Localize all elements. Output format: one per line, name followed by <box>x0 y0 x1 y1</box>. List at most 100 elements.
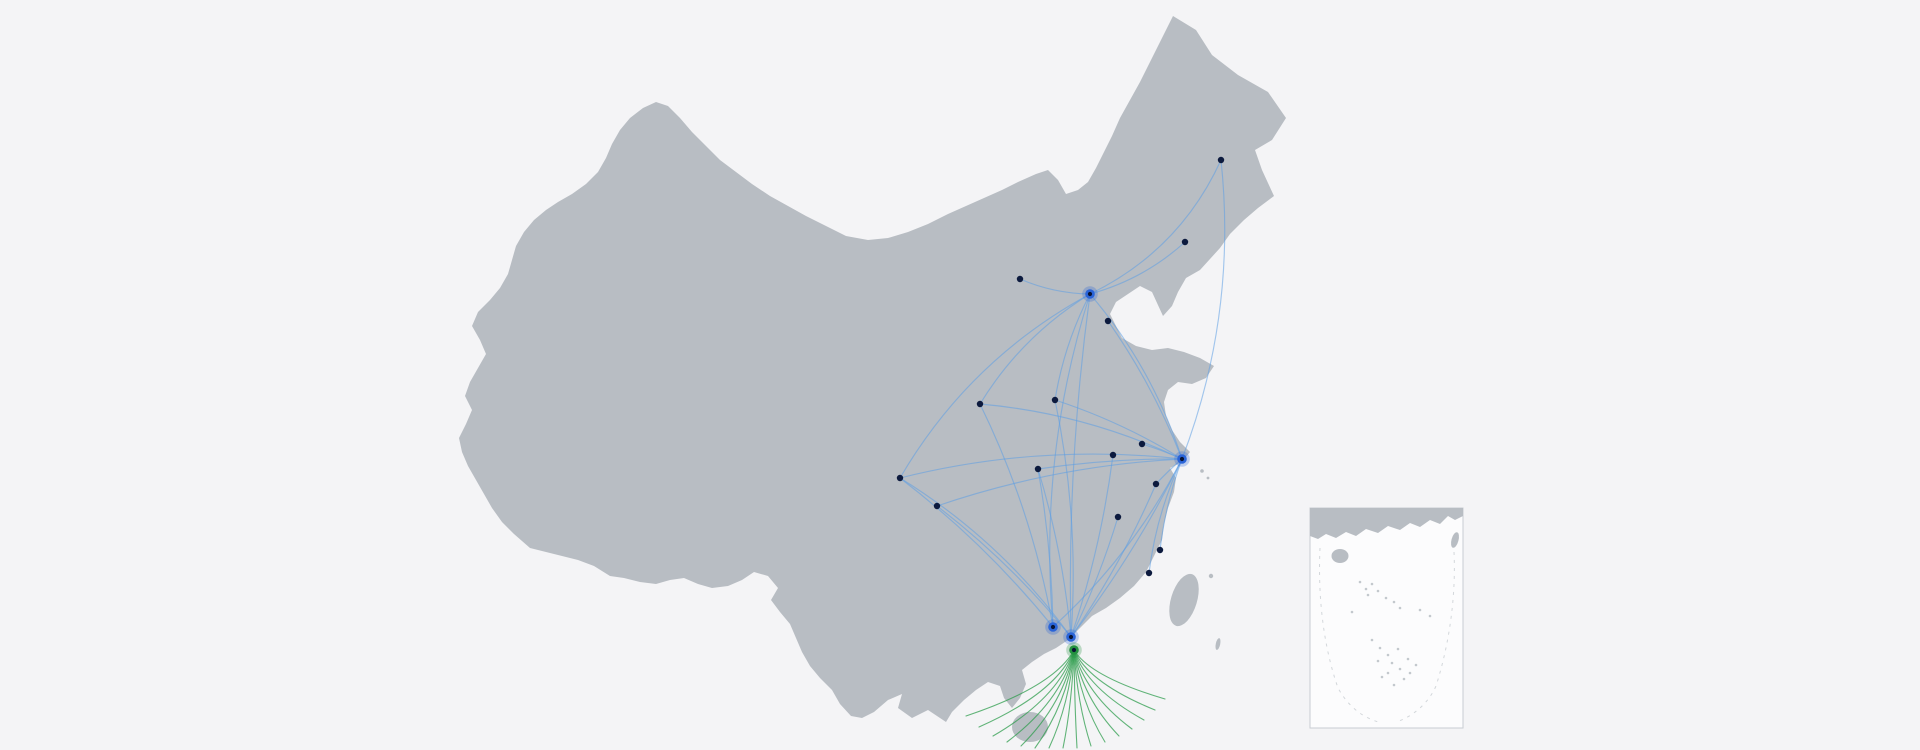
flight-route <box>936 458 1183 507</box>
inset-island-dot <box>1386 653 1390 657</box>
outbound-route <box>1020 649 1075 747</box>
hub-marker[interactable] <box>1045 619 1061 635</box>
outbound-route <box>1073 649 1145 721</box>
hub-marker[interactable] <box>1063 629 1079 645</box>
city-dot[interactable] <box>1051 396 1059 404</box>
city-dot[interactable] <box>1145 569 1153 577</box>
route-layer-green <box>965 649 1166 749</box>
offshore-islet <box>1215 638 1221 650</box>
flight-route <box>936 505 1072 638</box>
inset-coastline <box>1310 508 1463 539</box>
flight-route <box>1054 399 1074 638</box>
city-dot[interactable] <box>1156 546 1164 554</box>
nine-dash-line <box>1319 547 1383 724</box>
inset-island-dot <box>1350 610 1354 614</box>
inset-island-dot <box>1406 657 1410 661</box>
taiwan-island <box>1169 573 1199 627</box>
flight-route <box>899 477 1054 628</box>
flight-route <box>1070 458 1183 638</box>
outbound-route <box>1073 649 1120 737</box>
flight-route <box>1070 483 1157 638</box>
flight-route <box>979 293 1091 405</box>
inset-island-dot <box>1376 659 1380 663</box>
city-dot[interactable] <box>1217 156 1225 164</box>
hub-core-dot <box>1068 634 1074 640</box>
outbound-route <box>1062 649 1075 749</box>
city-dot[interactable] <box>1138 440 1146 448</box>
flight-route <box>899 453 1183 479</box>
city-dot[interactable] <box>1034 465 1042 473</box>
outbound-route <box>1006 649 1075 743</box>
inset-island-dot <box>1378 646 1382 650</box>
inset-island-dot <box>1358 580 1362 584</box>
outbound-route <box>1073 649 1166 700</box>
city-dot[interactable] <box>1114 513 1122 521</box>
inset-island-dot <box>1398 667 1402 671</box>
flight-route <box>1054 399 1183 460</box>
city-dot[interactable] <box>933 502 941 510</box>
outbound-route <box>992 649 1075 737</box>
inset-island-dot <box>1370 638 1374 642</box>
outbound-route <box>1073 649 1133 730</box>
inset-hainan <box>1331 549 1349 563</box>
inset-island-dot <box>1364 587 1368 591</box>
city-dot[interactable] <box>1104 317 1112 325</box>
city-marker-layer <box>896 156 1225 658</box>
inset-island-dot <box>1408 671 1412 675</box>
south-china-sea-inset <box>1309 507 1464 729</box>
city-dot[interactable] <box>896 474 904 482</box>
city-dot[interactable] <box>1181 238 1189 246</box>
hub-core-dot <box>1050 624 1056 630</box>
inset-island-layer <box>1350 580 1432 687</box>
inset-island-dot <box>1376 589 1380 593</box>
inset-island-dot <box>1392 683 1396 687</box>
outbound-route <box>1073 649 1106 743</box>
green-hub-marker[interactable] <box>1066 642 1082 658</box>
hub-marker[interactable] <box>1174 451 1190 467</box>
flight-route <box>1181 159 1226 460</box>
inset-island-dot <box>1418 608 1422 612</box>
outbound-route <box>1048 649 1075 749</box>
nine-dash-line <box>1395 551 1455 723</box>
flight-route <box>1089 159 1222 295</box>
inset-taiwan <box>1451 532 1459 548</box>
flight-route <box>899 293 1091 479</box>
flight-route <box>1089 293 1183 460</box>
inset-island-dot <box>1392 600 1396 604</box>
city-dot[interactable] <box>976 400 984 408</box>
inset-island-dot <box>1398 606 1402 610</box>
offshore-islet <box>1208 573 1214 579</box>
inset-island-dot <box>1428 614 1432 618</box>
offshore-islet <box>1200 469 1204 473</box>
flight-route <box>1054 293 1091 401</box>
inset-island-dot <box>1386 671 1390 675</box>
outbound-route <box>965 649 1075 717</box>
outbound-route <box>1034 649 1075 749</box>
inset-island-dot <box>1380 675 1384 679</box>
outbound-route <box>1073 649 1092 747</box>
outbound-route <box>978 649 1075 728</box>
flight-route <box>1070 516 1119 638</box>
flight-route <box>1089 241 1186 295</box>
inset-island-dot <box>1384 596 1388 600</box>
flight-route <box>1037 468 1072 638</box>
flight-route <box>1019 278 1091 295</box>
inset-island-dot <box>1366 593 1370 597</box>
inset-island-dot <box>1414 663 1418 667</box>
outbound-route <box>1073 649 1156 711</box>
inset-island-dot <box>1390 661 1394 665</box>
flight-route <box>1107 320 1183 460</box>
city-dot[interactable] <box>1152 480 1160 488</box>
flight-route <box>1037 468 1054 628</box>
flight-route <box>1037 458 1183 470</box>
offshore-islet <box>1206 476 1210 480</box>
city-dot[interactable] <box>1016 275 1024 283</box>
hub-core-dot <box>1071 647 1077 653</box>
outbound-route <box>1073 649 1078 749</box>
flight-route <box>1159 458 1183 551</box>
city-dot[interactable] <box>1109 451 1117 459</box>
hub-marker[interactable] <box>1082 286 1098 302</box>
china-mainland-shape <box>459 16 1286 722</box>
